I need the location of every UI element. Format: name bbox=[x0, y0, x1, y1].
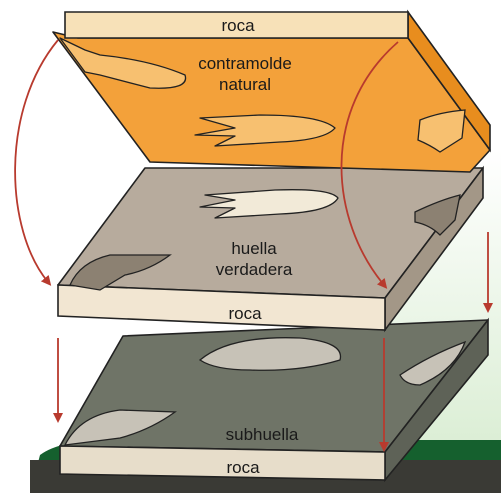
undertrack-front-face bbox=[60, 446, 385, 480]
undertrack-label: subhuella bbox=[226, 425, 299, 444]
true-track-label-line2: verdadera bbox=[216, 260, 293, 279]
cast-slab: roca contramolde natural bbox=[53, 12, 490, 172]
middle-rock-label: roca bbox=[228, 304, 262, 323]
cast-label-line2: natural bbox=[219, 75, 271, 94]
top-rock-label: roca bbox=[221, 16, 255, 35]
true-track-label-line1: huella bbox=[231, 239, 277, 258]
cast-label-line1: contramolde bbox=[198, 54, 292, 73]
arrow-left-top bbox=[15, 40, 58, 282]
bottom-rock-label: roca bbox=[226, 458, 260, 477]
